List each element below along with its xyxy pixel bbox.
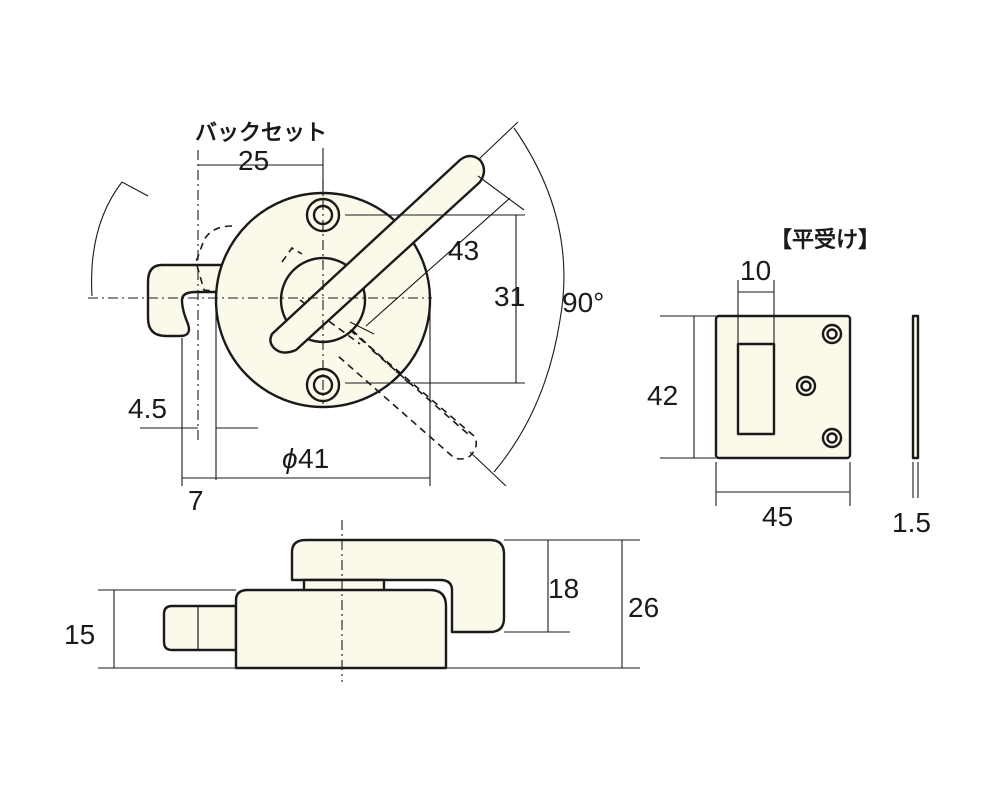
strike-screw-2	[795, 375, 817, 397]
latch-hook	[146, 263, 238, 338]
rotation-ext-2	[469, 451, 507, 487]
side-body	[234, 588, 448, 670]
slot-width-label: 10	[740, 255, 771, 286]
side-lever	[290, 538, 506, 634]
strike-slot	[736, 342, 776, 436]
handle-rotated-outline	[337, 329, 478, 460]
latch-hook-rotated-outline	[195, 225, 233, 293]
hook-offset-label: 7	[188, 485, 204, 516]
total-height-label: 26	[628, 592, 659, 623]
side-hook	[162, 604, 238, 652]
strike-screw-1	[821, 323, 843, 345]
body-height-label: 15	[64, 619, 95, 650]
diameter-symbol: ϕ	[282, 443, 298, 474]
strike-title: 【平受け】	[770, 227, 880, 253]
lever-length-label: 43	[448, 235, 479, 266]
small-offset-label: 4.5	[128, 393, 167, 424]
strike-plate-side	[911, 314, 920, 460]
lever-handle	[269, 154, 486, 354]
diameter-value: 41	[298, 443, 329, 474]
strike-width-label: 45	[762, 501, 793, 532]
lever-dim-ext-2	[349, 321, 375, 335]
strike-thickness-label: 1.5	[892, 507, 931, 538]
front-view	[88, 121, 565, 487]
side-view	[98, 520, 640, 682]
backset-value: 25	[238, 145, 269, 176]
hook-rotation-arc	[91, 181, 123, 297]
screw-spacing-label: 31	[494, 281, 525, 312]
backset-label: バックセット	[195, 121, 327, 146]
rotation-arc	[493, 127, 565, 473]
rotation-label: 90°	[562, 287, 604, 318]
lever-dim-ext-1	[477, 175, 525, 211]
strike-plate-view	[660, 280, 920, 506]
hook-rotation-tick	[121, 181, 149, 197]
strike-height-label: 42	[647, 380, 678, 411]
upper-height-label: 18	[548, 573, 579, 604]
lever-dim-line	[365, 197, 511, 327]
handle-rotated-centerline	[371, 349, 469, 435]
rotation-ext-1	[477, 121, 519, 161]
strike-screw-3	[821, 427, 843, 449]
